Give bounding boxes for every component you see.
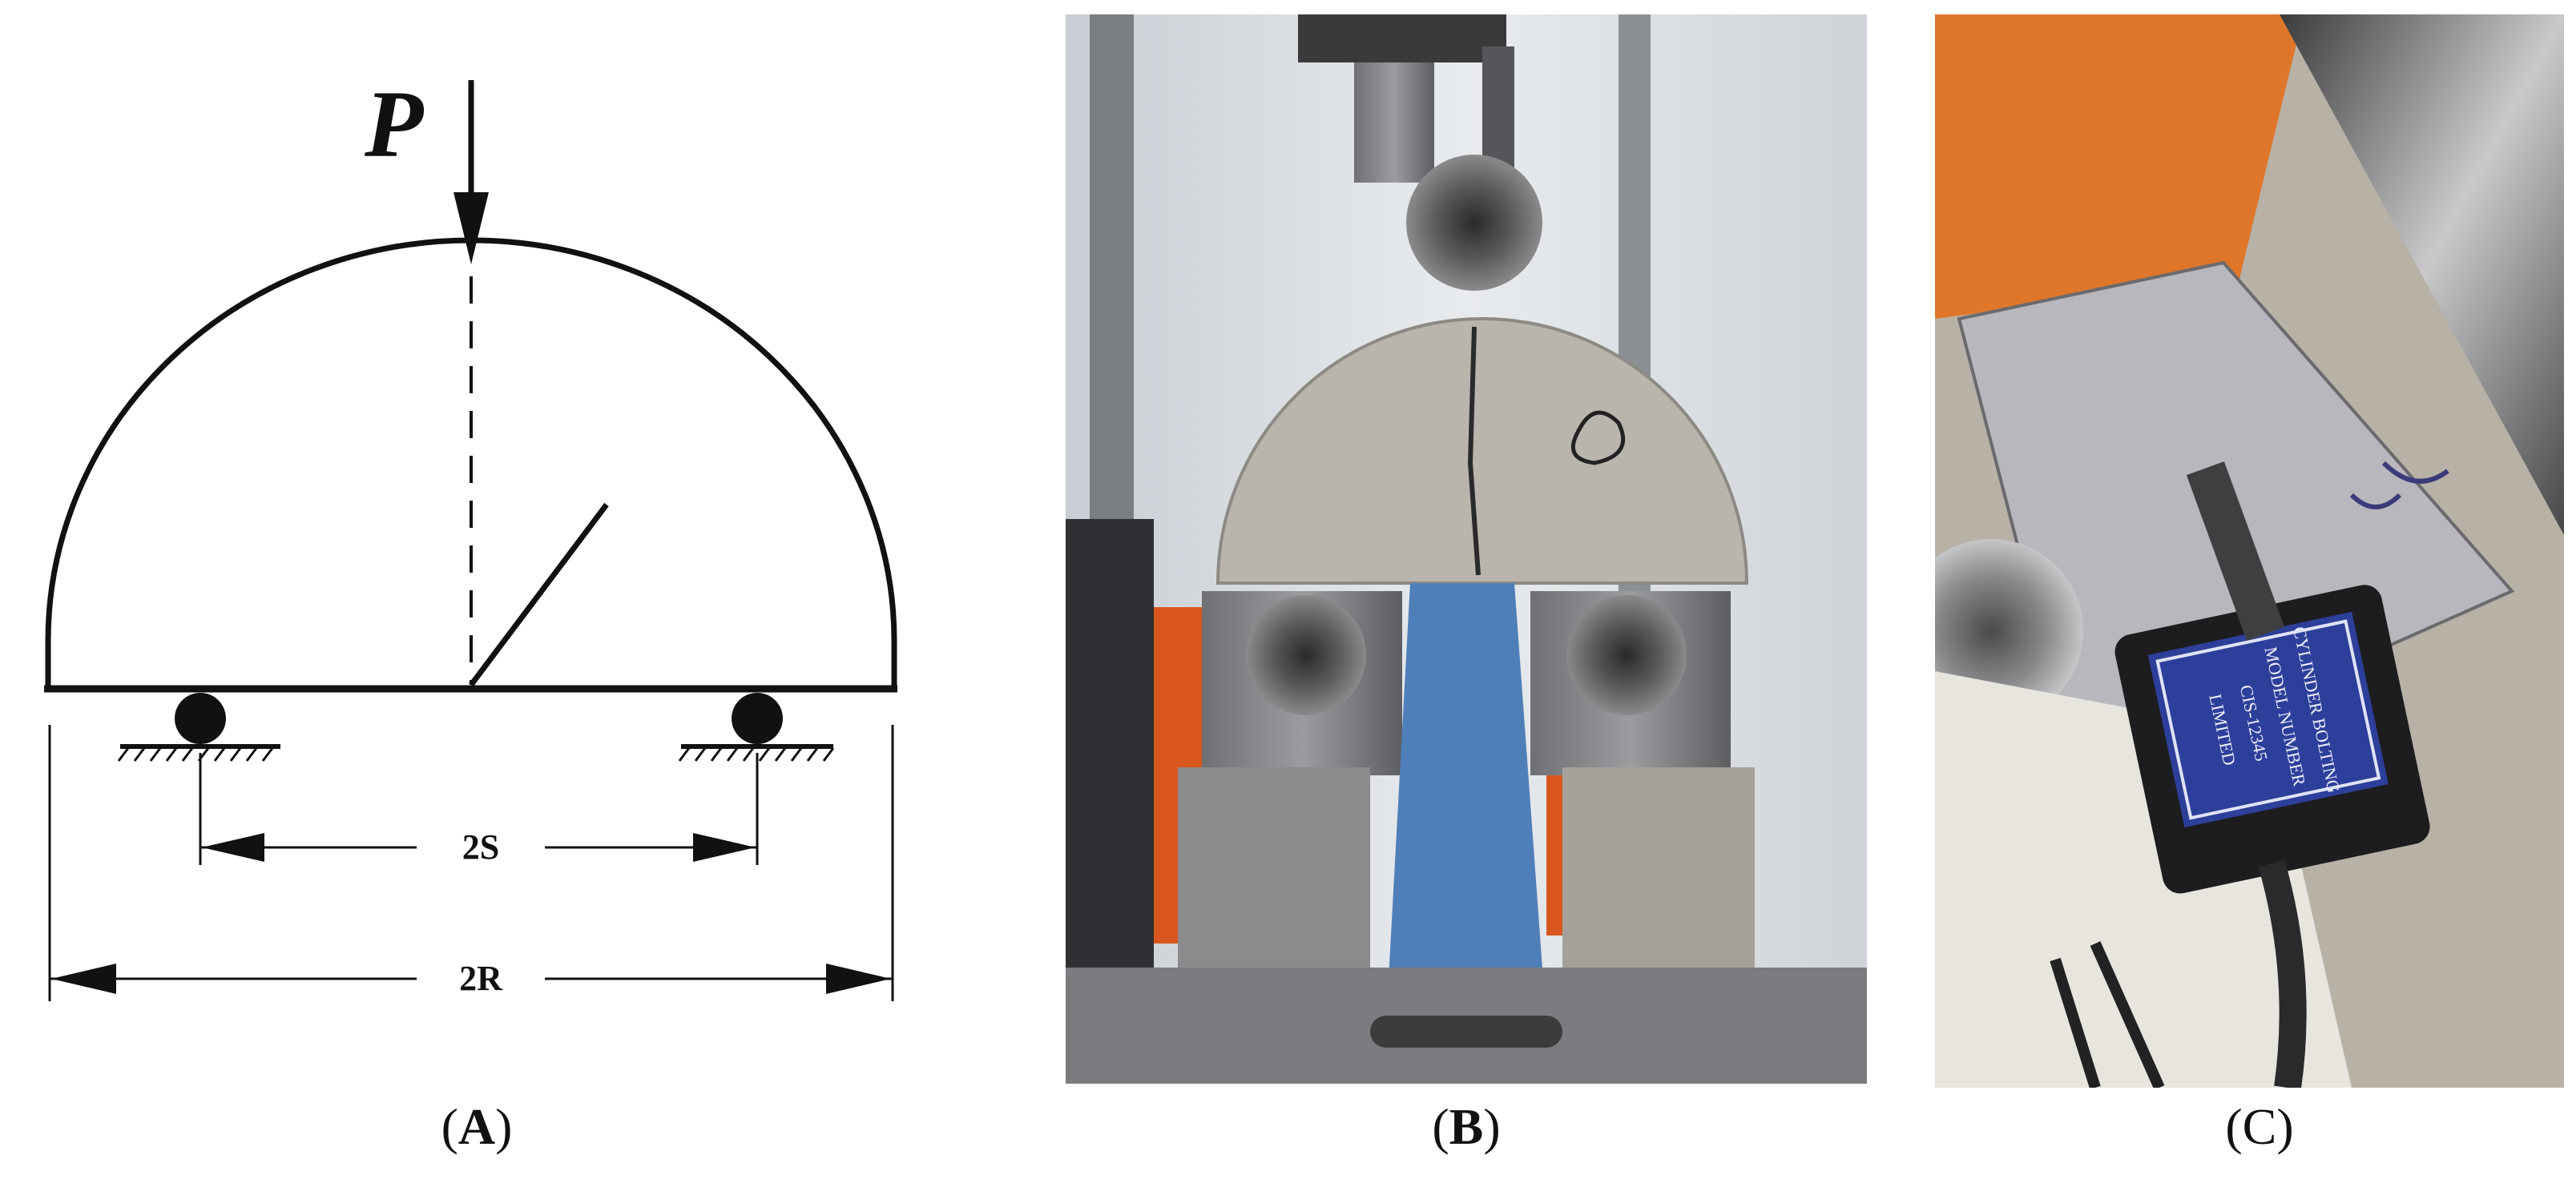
sensor-label-plate	[2147, 611, 2389, 828]
support-roller-left	[1246, 595, 1366, 715]
caption-letter: B	[1449, 1098, 1484, 1155]
orange-backdrop	[1935, 14, 2304, 319]
caption-paren-open: (	[1432, 1098, 1449, 1155]
caption-letter: C	[2242, 1098, 2277, 1155]
semicircle-specimen-outline	[45, 237, 897, 692]
caption-paren-close: )	[1483, 1098, 1501, 1155]
sensor-rod	[2186, 461, 2285, 641]
support-span-label: 2S	[462, 827, 499, 867]
load-cell-clevis	[1354, 62, 1434, 183]
right-support-roller	[732, 693, 783, 744]
lvdt-sensor-box	[2114, 585, 2430, 894]
support-roller-right	[1566, 595, 1687, 715]
left-support-roller	[175, 693, 226, 744]
span-arrow-right	[693, 833, 756, 862]
load-label: P	[364, 70, 425, 177]
metal-plate-diagonal	[2280, 14, 2564, 535]
span-arrow-left	[202, 833, 264, 862]
caption-paren-close: )	[495, 1098, 513, 1155]
loading-roller	[1406, 155, 1542, 291]
caption-paren-open: (	[441, 1098, 458, 1155]
specimen-marking	[1570, 410, 1626, 465]
frame-crosshead	[1298, 14, 1506, 62]
panel-a-caption: (A)	[385, 1097, 569, 1157]
panel-a-diagram: P 2S 2R	[44, 70, 897, 1001]
diameter-label: 2R	[459, 959, 503, 998]
caption-letter: A	[458, 1098, 496, 1155]
base-slot	[1370, 1016, 1562, 1048]
blue-cloth	[1386, 583, 1546, 1024]
caption-paren-close: )	[2276, 1098, 2294, 1155]
concrete-specimen	[1215, 317, 1749, 585]
load-arrow-head	[454, 192, 489, 264]
sensor-cable	[2258, 859, 2307, 1088]
support-roller-close	[1935, 539, 2083, 723]
panel-b-photo	[1066, 14, 1867, 1084]
diameter-arrow-left	[51, 964, 116, 994]
panel-c-photo: CYLINDER BOLTING MODEL NUMBER CIS-12345 …	[1935, 14, 2564, 1088]
panel-b-caption: (B)	[1370, 1097, 1562, 1157]
left-support-hatch	[117, 747, 274, 762]
diameter-arrow-right	[826, 964, 891, 994]
specimen-ink-marks	[2349, 461, 2449, 509]
right-support-hatch	[678, 747, 835, 762]
cloth-ink-mark	[2050, 941, 2165, 1088]
specimen-crack	[1467, 326, 1481, 576]
panel-c-caption: (C)	[2163, 1097, 2356, 1157]
notch-crack-line	[469, 502, 609, 687]
caption-paren-open: (	[2225, 1098, 2243, 1155]
